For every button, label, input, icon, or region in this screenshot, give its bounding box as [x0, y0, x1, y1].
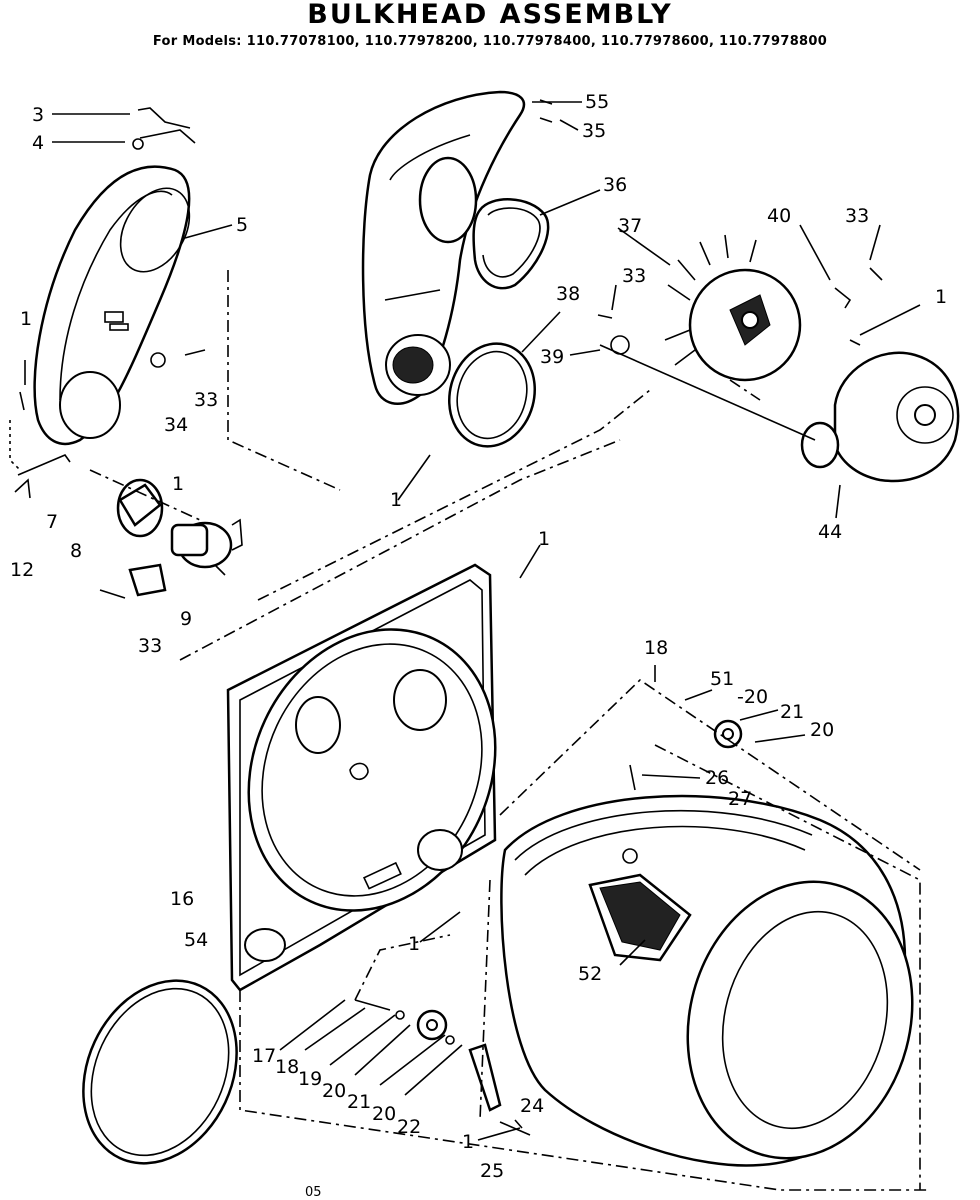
callout-51: 51	[710, 668, 734, 690]
callout-18: 18	[275, 1056, 299, 1078]
callout-52: 52	[578, 963, 602, 985]
callout-39: 39	[540, 346, 564, 368]
callout-36: 36	[603, 174, 627, 196]
diagram-title: BULKHEAD ASSEMBLY	[307, 0, 673, 30]
callout-33: 33	[138, 635, 162, 657]
blower-wheel-part	[664, 234, 802, 382]
callout-5: 5	[236, 214, 248, 236]
callout-1: 1	[408, 933, 420, 955]
small-fasteners-right	[539, 99, 883, 355]
callout-26: 26	[705, 767, 729, 789]
leader-lines	[24, 101, 921, 1141]
fastener-part	[19, 349, 206, 411]
callout-34: 34	[164, 414, 188, 436]
callout-4: 4	[32, 132, 44, 154]
callout-20: 20	[372, 1103, 396, 1125]
callout-38: 38	[556, 283, 580, 305]
callout-33: 33	[194, 389, 218, 411]
callout-8: 8	[70, 540, 82, 562]
callout-16: 16	[170, 888, 194, 910]
callout-21: 21	[347, 1091, 371, 1113]
callout-3: 3	[32, 104, 44, 126]
duct-ring-part	[448, 342, 536, 448]
callout-1: 1	[20, 308, 32, 330]
callout-labels: 3 4 5 1 33 34 7 8 12 1 9 33 55 35 36 38 …	[10, 91, 947, 1200]
callout-35: 35	[582, 120, 606, 142]
assembly-lines	[9, 270, 930, 1191]
drum-part	[500, 794, 914, 1167]
callout-19: 19	[298, 1068, 322, 1090]
blower-seal-part	[472, 198, 550, 290]
callout-1: 1	[462, 1131, 474, 1153]
callout-17: 17	[252, 1045, 276, 1067]
callout-20: -20	[737, 686, 768, 708]
callout-37: 37	[618, 215, 642, 237]
callout-27: 27	[728, 788, 752, 810]
motor-part	[14, 454, 243, 599]
clip-part	[132, 107, 196, 150]
callout-20: 20	[810, 719, 834, 741]
callout-54: 54	[184, 929, 208, 951]
callout-18: 18	[644, 637, 668, 659]
callout-7: 7	[46, 511, 58, 533]
callout-1: 1	[172, 473, 184, 495]
callout-55: 55	[585, 91, 609, 113]
callout-44: 44	[818, 521, 842, 543]
callout-24: 24	[520, 1095, 544, 1117]
model-list: For Models: 110.77078100, 110.77978200, …	[152, 34, 828, 49]
callout-40: 40	[767, 205, 791, 227]
callout-25: 25	[480, 1160, 504, 1182]
callout-21: 21	[780, 701, 804, 723]
drive-motor-part	[599, 344, 960, 483]
callout-22: 22	[397, 1116, 421, 1138]
callout-1: 1	[538, 528, 550, 550]
lower-roller-parts	[354, 999, 523, 1129]
callout-9: 9	[180, 608, 192, 630]
callout-1: 1	[390, 489, 402, 511]
front-seal-ring-part	[82, 979, 238, 1165]
front-panel-part	[33, 165, 191, 446]
bulkhead-plate-part	[226, 563, 497, 992]
drum-roller-part	[622, 719, 743, 864]
callout-33: 33	[845, 205, 869, 227]
callout-20: 20	[322, 1080, 346, 1102]
callout-1: 1	[935, 286, 947, 308]
blower-housing-part	[361, 90, 526, 405]
callout-33: 33	[622, 265, 646, 287]
page-code: 05	[305, 1185, 322, 1200]
callout-12: 12	[10, 559, 34, 581]
